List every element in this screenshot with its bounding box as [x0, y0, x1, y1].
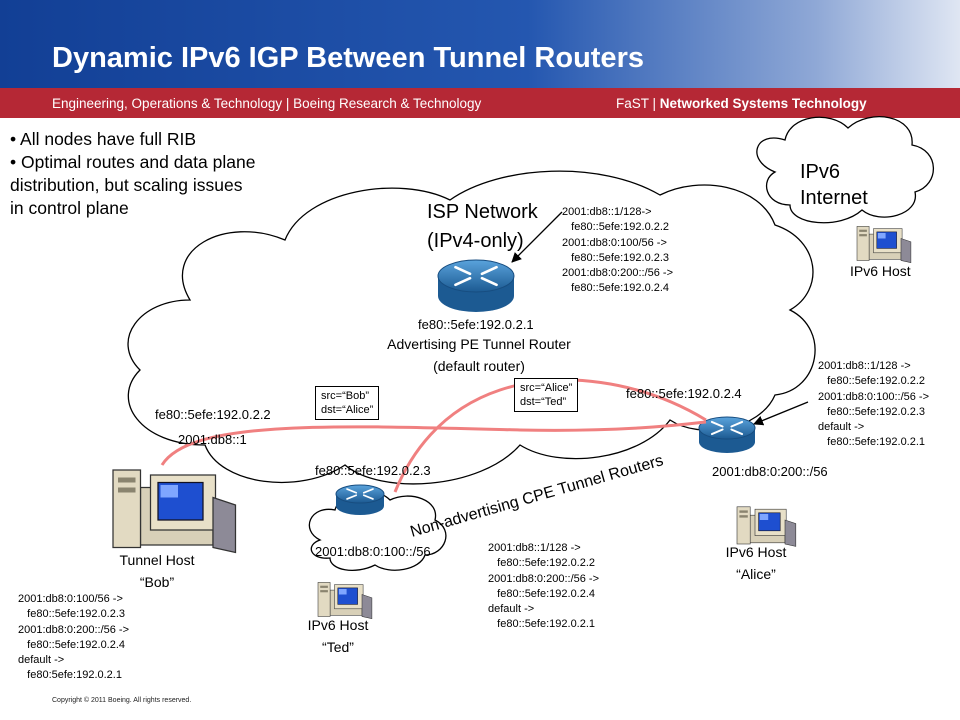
internet-subtitle: Internet: [800, 187, 868, 209]
alice-routes-pointer: [753, 401, 809, 426]
pe-tunnel-router-icon: [437, 259, 515, 312]
bullet-item: • Optimal routes and data plane: [10, 152, 256, 172]
bullet-item: in control plane: [10, 198, 129, 218]
pe-router-name: Advertising PE Tunnel Router: [387, 336, 571, 352]
alice-cpe-router-icon: [698, 416, 756, 453]
alice-host-name: IPv6 Host: [725, 544, 787, 560]
pe-route-table: 2001:db8::1/128-> fe80::5efe:192.0.2.2 2…: [562, 206, 674, 295]
alice-prefix: 2001:db8:0:200::/56: [712, 464, 828, 479]
copyright: Copyright © 2011 Boeing. All rights rese…: [52, 697, 192, 704]
internet-host-name: IPv6 Host: [850, 263, 911, 279]
subtitle-right-prefix: FaST |: [616, 96, 660, 111]
ted-router-address: fe80::5efe:192.0.2.3: [315, 463, 431, 478]
alice-host-nickname: “Alice”: [736, 566, 776, 582]
bob-route-table: 2001:db8:0:100/56 -> fe80::5efe:192.0.2.…: [18, 593, 130, 682]
bob-address: fe80::5efe:192.0.2.2: [155, 407, 271, 422]
alice-router-address: fe80::5efe:192.0.2.4: [626, 386, 742, 401]
internet-host-computer-icon: [856, 226, 912, 264]
packet-bob-to-alice: src=“Bob” dst=“Alice”: [315, 386, 380, 420]
isp-network-subtitle: (IPv4-only): [427, 230, 524, 252]
alice-to-ted-path: [393, 378, 707, 493]
ted-host-name: IPv6 Host: [307, 617, 369, 633]
header-banner: Dynamic IPv6 IGP Between Tunnel Routers: [0, 0, 960, 88]
ted-prefix: 2001:db8:0:100::/56: [315, 544, 431, 559]
subtitle-right: FaST | Networked Systems Technology: [616, 96, 867, 111]
alice-route-table: 2001:db8::1/128 -> fe80::5efe:192.0.2.2 …: [818, 360, 930, 449]
subtitle-bar: Engineering, Operations & Technology | B…: [0, 88, 960, 118]
bob-computer-icon: [112, 469, 237, 554]
packet-alice-to-ted: src=“Alice” dst=“Ted”: [514, 378, 579, 412]
ted-computer-icon: [317, 582, 373, 620]
slide-title: Dynamic IPv6 IGP Between Tunnel Routers: [52, 42, 644, 74]
subtitle-left: Engineering, Operations & Technology | B…: [52, 96, 482, 111]
ted-host-nickname: “Ted”: [322, 639, 354, 655]
pe-router-address: fe80::5efe:192.0.2.1: [418, 317, 534, 332]
alice-computer-icon: [736, 506, 797, 547]
bob-host-nickname: “Bob”: [139, 574, 175, 590]
bullet-list: • All nodes have full RIB • Optimal rout…: [10, 128, 330, 220]
isp-network-title: ISP Network: [427, 201, 538, 223]
ipv6-internet-cloud: [756, 116, 935, 224]
bob-to-alice-path: [160, 420, 707, 466]
pe-router-role: (default router): [433, 358, 525, 374]
ted-route-table: 2001:db8::1/128 -> fe80::5efe:192.0.2.2 …: [488, 542, 600, 631]
bob-prefix: 2001:db8::1: [178, 432, 247, 447]
bullet-item: distribution, but scaling issues: [10, 175, 243, 195]
isp-network-cloud: [127, 170, 816, 485]
isp-routes-pointer: [511, 211, 563, 263]
ted-cpe-router-icon: [335, 484, 385, 515]
internet-title: IPv6: [800, 161, 841, 183]
bullet-item: • All nodes have full RIB: [10, 129, 197, 149]
subtitle-right-bold: Networked Systems Technology: [659, 96, 867, 111]
bob-host-name: Tunnel Host: [119, 552, 195, 568]
